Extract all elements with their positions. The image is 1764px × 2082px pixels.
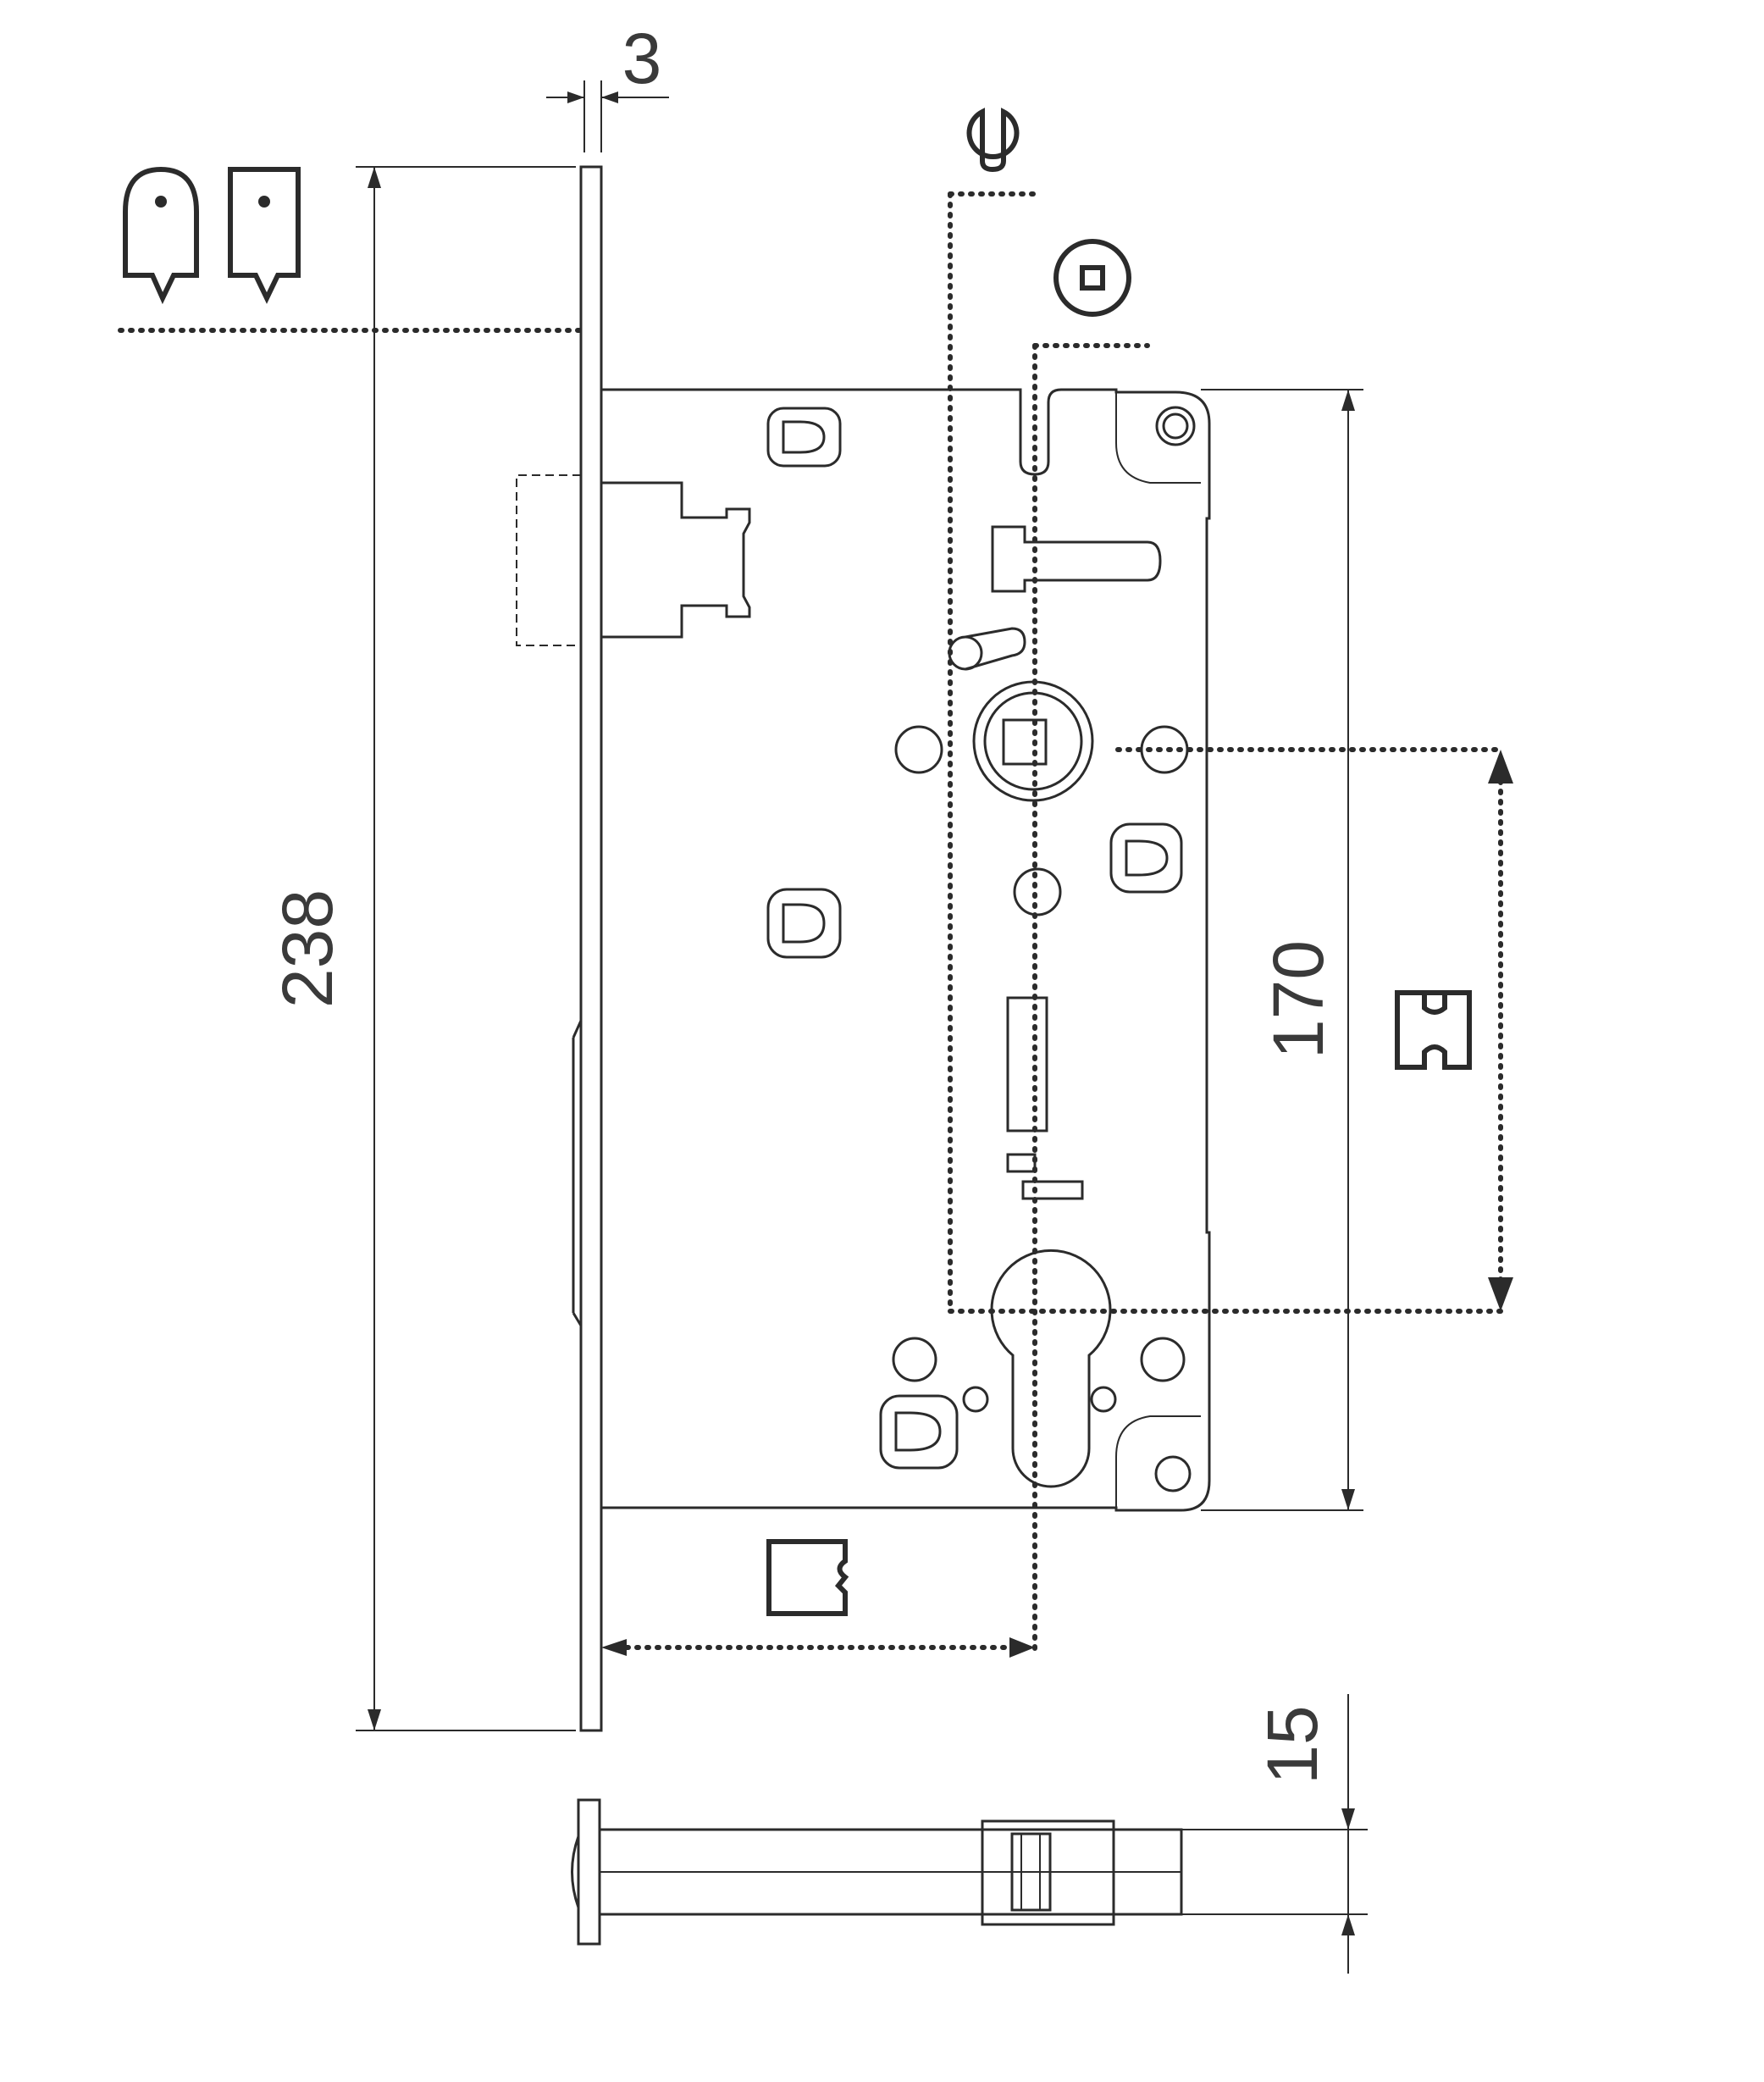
mounting-lug bbox=[879, 1394, 959, 1470]
dim-170-label: 170 bbox=[1258, 940, 1338, 1059]
dimension-case-depth: 15 bbox=[1181, 1694, 1368, 1974]
spring-slot bbox=[1006, 996, 1048, 1132]
screw-hole bbox=[1013, 867, 1062, 916]
keyhole-icon bbox=[966, 108, 1020, 173]
side-view bbox=[571, 1798, 1183, 1946]
screw-hole bbox=[962, 1386, 989, 1413]
square-spindle-icon bbox=[1053, 239, 1131, 317]
dim-3-label: 3 bbox=[622, 19, 662, 98]
screw-hole bbox=[894, 725, 943, 774]
dim-15-label: 15 bbox=[1252, 1705, 1332, 1784]
faceplate bbox=[572, 165, 603, 1732]
mounting-lug bbox=[766, 407, 842, 468]
bolt-lever bbox=[948, 525, 1162, 671]
screw-hole bbox=[1140, 1337, 1186, 1382]
backset-icon bbox=[766, 1539, 849, 1616]
dim-238-label: 238 bbox=[268, 889, 347, 1008]
dimension-case-length: 170 bbox=[1201, 389, 1363, 1511]
dimension-faceplate-thickness: 3 bbox=[546, 19, 669, 152]
cylinder-cutout bbox=[990, 1249, 1112, 1488]
mounting-lug bbox=[766, 888, 842, 959]
screw-hole bbox=[892, 1337, 937, 1382]
reference-lines bbox=[948, 191, 1503, 1658]
latch-bolt bbox=[516, 474, 751, 646]
mounting-lug bbox=[1109, 822, 1183, 894]
dimension-faceplate-length: 238 bbox=[268, 166, 576, 1731]
dimension-handle-cylinder bbox=[1488, 750, 1513, 1311]
dimension-backset bbox=[601, 1637, 1035, 1658]
latch-rounded-icon bbox=[123, 166, 199, 305]
screw-hole bbox=[1090, 1386, 1117, 1413]
spring-slot bbox=[1021, 1180, 1084, 1200]
lock-case bbox=[601, 388, 1211, 1512]
spring-slot bbox=[1006, 1153, 1037, 1173]
cylinder-profile-icon bbox=[1395, 990, 1472, 1070]
latch-square-icon bbox=[228, 167, 301, 304]
